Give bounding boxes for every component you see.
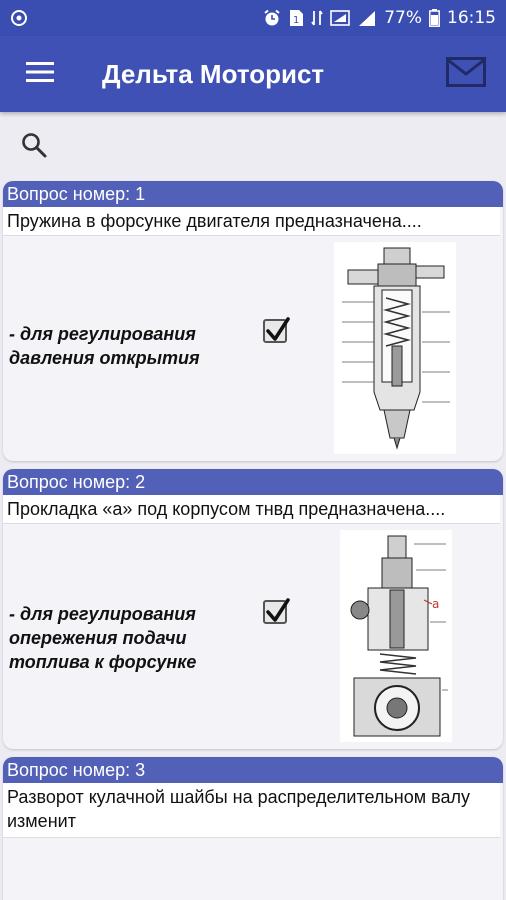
hamburger-menu-icon — [26, 61, 54, 87]
alarm-icon — [263, 9, 281, 27]
answer-checkbox[interactable] — [263, 317, 290, 343]
search-row — [0, 112, 506, 180]
question-header: Вопрос номер: 2 — [3, 469, 503, 495]
question-body — [3, 838, 503, 900]
question-body: - для регулирования опережения подачи то… — [3, 524, 503, 749]
clock: 16:15 — [447, 8, 496, 28]
svg-text:1: 1 — [293, 15, 299, 26]
wifi-calling-icon — [330, 9, 351, 27]
answer-text: - для регулирования опережения подачи то… — [9, 604, 197, 672]
checkmark-icon — [266, 598, 290, 622]
question-text: Разворот кулачной шайбы на распределител… — [3, 783, 500, 838]
pump-diagram: a — [340, 530, 452, 742]
checkmark-icon — [266, 317, 290, 341]
question-body: - для регулирования давления открытия — [3, 236, 503, 461]
menu-button[interactable] — [0, 36, 80, 112]
search-button[interactable] — [20, 131, 50, 161]
sync-icon — [10, 9, 28, 27]
question-header: Вопрос номер: 3 — [3, 757, 503, 783]
question-card-1: Вопрос номер: 1 Пружина в форсунке двига… — [3, 181, 503, 461]
app-bar: Дельта Моторист — [0, 36, 506, 112]
svg-text:a: a — [432, 597, 439, 611]
question-text: Пружина в форсунке двигателя предназначе… — [3, 207, 500, 236]
search-icon — [20, 133, 48, 163]
question-header: Вопрос номер: 1 — [3, 181, 503, 207]
app-title: Дельта Моторист — [102, 58, 325, 89]
injector-diagram — [334, 242, 456, 454]
answer-text: - для регулирования давления открытия — [9, 324, 200, 368]
mail-button[interactable] — [426, 36, 506, 112]
question-card-2: Вопрос номер: 2 Прокладка «а» под корпус… — [3, 469, 503, 749]
status-bar: 1 77% 16:15 — [0, 0, 506, 36]
signal-icon — [357, 9, 377, 27]
question-card-3: Вопрос номер: 3 Разворот кулачной шайбы … — [3, 757, 503, 900]
battery-percent: 77% — [384, 8, 422, 28]
answer-checkbox[interactable] — [263, 598, 290, 624]
data-arrows-icon — [311, 9, 323, 27]
sim-card-icon: 1 — [288, 9, 304, 27]
battery-icon — [429, 9, 440, 27]
mail-icon — [446, 57, 486, 91]
question-text: Прокладка «а» под корпусом тнвд предназн… — [3, 495, 500, 524]
